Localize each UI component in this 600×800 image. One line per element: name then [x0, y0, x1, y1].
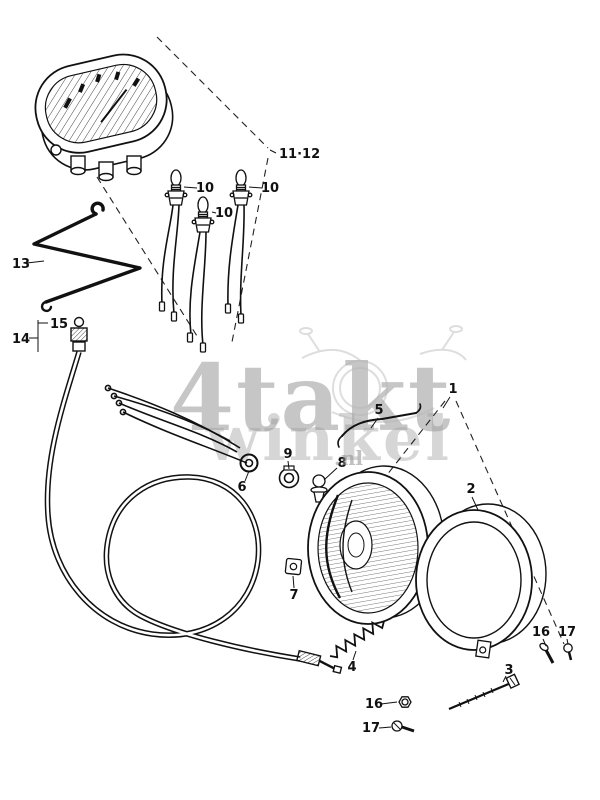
headlight-rim — [415, 503, 547, 659]
speedo-cable — [44, 316, 343, 675]
retainer-wire-5 — [337, 403, 422, 448]
part-label-3: 3 — [504, 663, 513, 678]
motorcycle-sketch — [299, 325, 467, 424]
part-label-16-bottom: 16 — [365, 697, 383, 712]
part-label-9: 9 — [283, 447, 292, 462]
part-label-10-b: 10 — [261, 181, 279, 196]
watermark-secondary: winkel — [206, 402, 452, 475]
screw-17-bottom — [391, 720, 415, 733]
part-label-14: 14 — [12, 332, 30, 347]
part-label-2: 2 — [466, 482, 475, 497]
headlight-bulb-8 — [310, 474, 328, 503]
bulb-assembly-1 — [158, 169, 188, 322]
cable-line — [44, 351, 301, 662]
nut-16-bottom — [398, 696, 412, 708]
square-washer-7 — [284, 557, 303, 576]
wire-bracket — [32, 201, 142, 313]
part-label-10-c: 10 — [215, 206, 233, 221]
rim-tab — [475, 639, 492, 659]
part-label-5: 5 — [374, 403, 383, 418]
watermark-main: 4takt — [170, 344, 453, 452]
part-label-10-a: 10 — [196, 181, 214, 196]
bulb-assembly-3 — [186, 196, 215, 353]
part-label-1: 1 — [448, 382, 457, 397]
part-label-16-right: 16 — [532, 625, 550, 640]
bulb-assembly-2 — [224, 169, 253, 324]
part-label-7: 7 — [289, 588, 298, 603]
screw-17-right — [563, 643, 573, 661]
grommet-6 — [239, 453, 259, 473]
part-label-8: 8 — [337, 456, 346, 471]
part-label-13: 13 — [12, 257, 30, 272]
long-screw-3 — [448, 673, 520, 711]
construction-lines — [96, 36, 565, 645]
bulb-socket-9 — [278, 465, 300, 489]
cable-end-ferrule — [296, 649, 343, 675]
part-label-17-right: 17 — [558, 625, 576, 640]
spring-4 — [329, 620, 385, 659]
callout-labels: 1 2 3 4 5 6 7 8 9 10 10 10 11·12 13 14 1… — [12, 147, 576, 736]
part-label-17-bottom: 17 — [362, 721, 380, 736]
headlight-lens — [307, 465, 445, 625]
part-label-15: 15 — [50, 317, 68, 332]
part-label-6: 6 — [237, 480, 246, 495]
part-label-11-12: 11·12 — [279, 147, 320, 162]
watermark-suffix: .nl — [334, 446, 364, 470]
leader-lines — [26, 149, 569, 729]
cable-top-ferrule — [70, 316, 88, 352]
speedometer-posts — [70, 155, 142, 182]
speedometer — [34, 53, 174, 182]
part-label-4: 4 — [347, 660, 356, 675]
